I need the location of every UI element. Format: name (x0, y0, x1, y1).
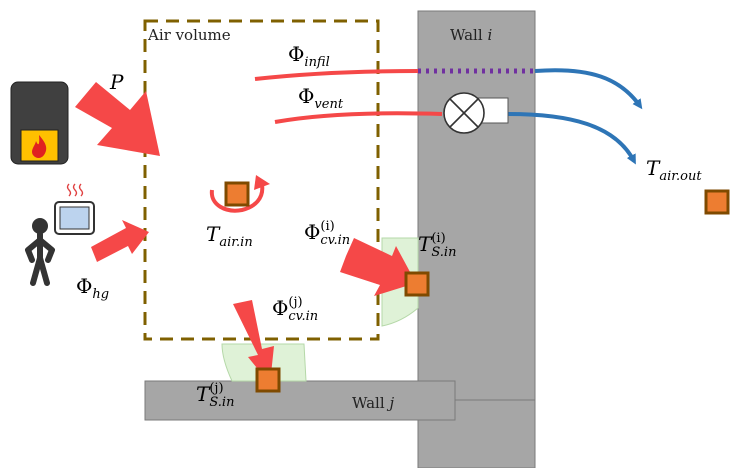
wall-i-index: i (487, 26, 493, 44)
wall-i-label: Wall i (450, 26, 492, 44)
phi-cv-i-symbol: Φ (304, 220, 321, 245)
t-air-in-node (224, 181, 250, 207)
t-air-out-sub: air.out (659, 169, 702, 184)
power-label: P (110, 72, 123, 92)
phi-hg-sub: hg (92, 287, 110, 302)
occupant-icon (25, 218, 55, 286)
power-arrow (75, 82, 160, 156)
t-s-i-sup: (i) (431, 231, 446, 246)
mixing-arrow (209, 184, 265, 213)
phi-hg-label: Φhg (76, 276, 109, 301)
phi-cv-j-sub: cv.in (288, 308, 319, 324)
internal-gains-arrow (91, 220, 149, 262)
air-volume-boundary (143, 19, 380, 341)
wall-j (144, 380, 456, 421)
wall-i-label-text: Wall (450, 26, 483, 44)
t-air-out-label: Tair.out (646, 158, 702, 183)
t-s-j-label: T(j)S.in (196, 382, 234, 409)
power-symbol: P (110, 70, 124, 94)
convection-arrow-i (340, 238, 416, 296)
air-volume-label: Air volume (148, 26, 231, 44)
t-air-out-node (704, 189, 730, 215)
vent-flow-outside (507, 112, 636, 165)
vent-flow-inside (274, 111, 443, 124)
convection-arrow-j (233, 300, 274, 384)
t-s-i-sub: S.in (431, 244, 457, 260)
phi-infil-symbol: Φ (288, 42, 305, 66)
t-air-in-sub: air.in (219, 235, 253, 250)
phi-cv-i-sup: (i) (320, 219, 335, 234)
phi-hg-symbol: Φ (76, 274, 93, 298)
t-s-j-sup: (j) (209, 381, 224, 396)
device-heat-icon (54, 183, 95, 235)
wall-j-index: j (389, 394, 395, 412)
wall-j-label: Wall j (352, 394, 394, 412)
phi-cv-j-sup: (j) (288, 295, 303, 310)
phi-vent-symbol: Φ (298, 84, 315, 108)
t-s-i-symbol: T (418, 232, 432, 257)
phi-vent-label: Φvent (298, 86, 343, 111)
heater-icon (10, 81, 69, 165)
t-air-in-label: Tair.in (206, 224, 253, 249)
phi-cv-j-symbol: Φ (272, 296, 289, 321)
t-s-j-symbol: T (196, 382, 210, 407)
infil-flow-inside (254, 69, 419, 81)
fan-icon (443, 92, 485, 134)
t-s-j-sub: S.in (209, 394, 235, 410)
t-air-out-symbol: T (646, 156, 660, 180)
t-s-j-node (255, 367, 281, 393)
t-s-i-label: T(i)S.in (418, 232, 456, 259)
t-air-in-symbol: T (206, 222, 220, 246)
wall-j-label-text: Wall (352, 394, 385, 412)
phi-cv-i-sub: cv.in (320, 232, 351, 248)
t-s-i-node (404, 271, 430, 297)
phi-cv-i-label: Φ(i)cv.in (304, 220, 350, 247)
infil-flow-outside (534, 68, 643, 110)
phi-vent-sub: vent (314, 97, 344, 112)
phi-cv-j-label: Φ(j)cv.in (272, 296, 318, 323)
phi-infil-sub: infil (304, 55, 330, 70)
air-volume-label-text: Air volume (148, 26, 231, 44)
phi-infil-label: Φinfil (288, 44, 330, 69)
